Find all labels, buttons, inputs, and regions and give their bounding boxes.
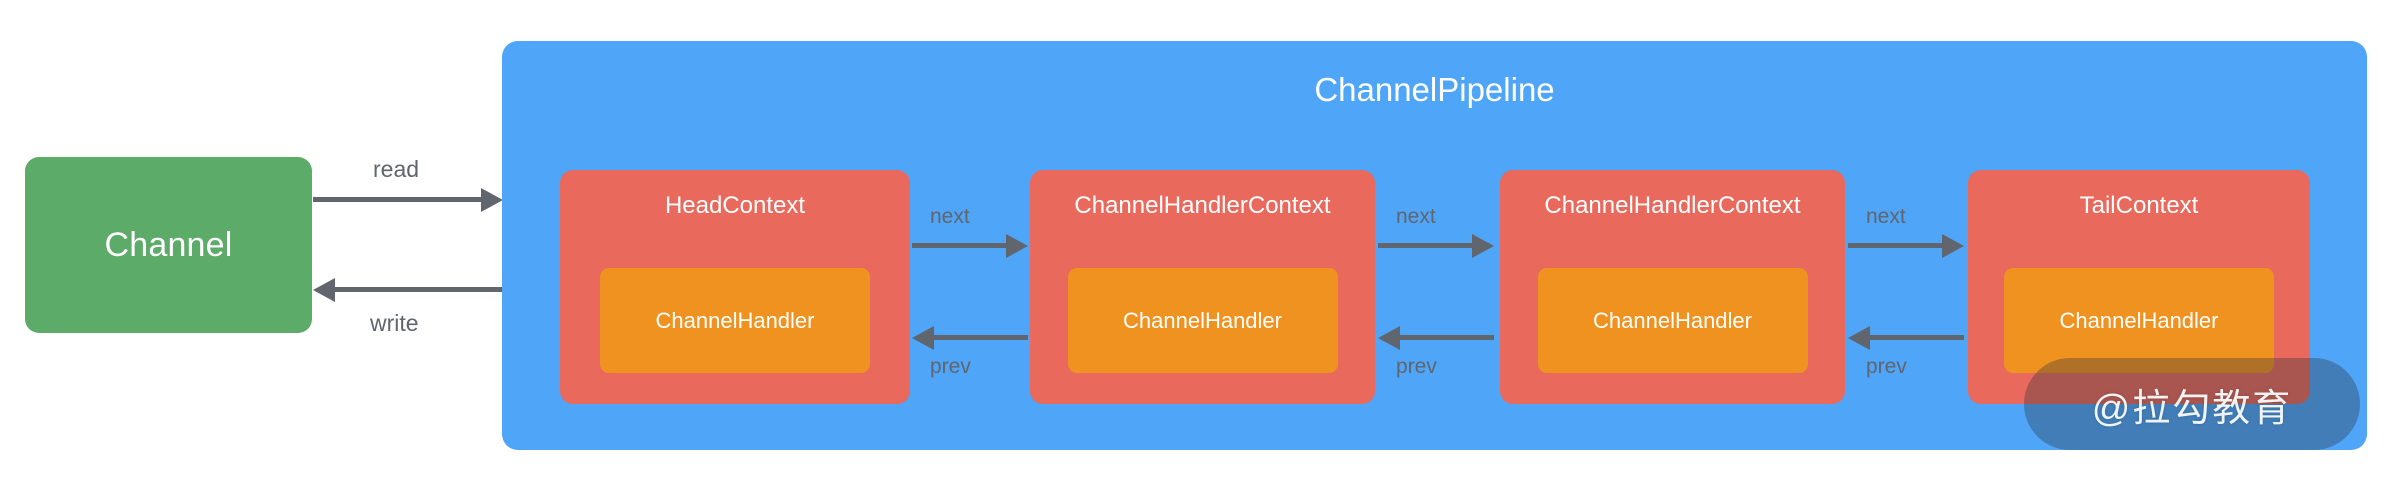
channel-handler-box: ChannelHandler: [1537, 268, 1808, 373]
prev-arrow-label-1: prev: [930, 355, 971, 378]
next-arrow-head-3: [1942, 234, 1964, 258]
write-arrow-head: [313, 278, 335, 302]
prev-arrow-line-3: [1870, 335, 1964, 340]
prev-arrow-head-1: [912, 326, 934, 350]
context-title: HeadContext: [664, 192, 806, 219]
context-title: ChannelHandlerContext: [1074, 192, 1331, 219]
channel-label: Channel: [104, 225, 233, 264]
next-arrow-label-2: next: [1396, 205, 1436, 228]
prev-arrow-line-2: [1400, 335, 1494, 340]
channel-handler-box: ChannelHandler: [600, 268, 870, 373]
channel-box: Channel: [25, 157, 312, 333]
context-box-2: ChannelHandlerContext ChannelHandler: [1030, 170, 1375, 404]
channel-handler-box: ChannelHandler: [1067, 268, 1338, 373]
next-arrow-line-2: [1378, 243, 1472, 248]
channel-handler-label: ChannelHandler: [655, 307, 815, 333]
context-title: ChannelHandlerContext: [1544, 192, 1801, 219]
channel-handler-box: ChannelHandler: [2004, 268, 2274, 373]
write-arrow-label: write: [370, 310, 419, 336]
next-arrow-line-1: [912, 243, 1006, 248]
prev-arrow-label-2: prev: [1396, 355, 1437, 378]
next-arrow-head-1: [1006, 234, 1028, 258]
context-box-head: HeadContext ChannelHandler: [560, 170, 910, 404]
next-arrow-label-3: next: [1866, 205, 1906, 228]
channel-handler-label: ChannelHandler: [1593, 307, 1752, 333]
channel-handler-label: ChannelHandler: [2059, 307, 2219, 333]
prev-arrow-head-3: [1848, 326, 1870, 350]
read-arrow-head: [481, 188, 503, 212]
next-arrow-head-2: [1472, 234, 1494, 258]
next-arrow-label-1: next: [930, 205, 970, 228]
prev-arrow-line-1: [934, 335, 1028, 340]
watermark-text: @拉勾教育: [2091, 387, 2293, 430]
next-arrow-line-3: [1848, 243, 1942, 248]
channel-pipeline-title: ChannelPipeline: [1314, 71, 1555, 108]
write-arrow-line: [335, 287, 503, 292]
read-arrow-label: read: [373, 156, 420, 182]
context-box-3: ChannelHandlerContext ChannelHandler: [1500, 170, 1845, 404]
watermark-badge: @拉勾教育: [2024, 358, 2360, 450]
prev-arrow-head-2: [1378, 326, 1400, 350]
read-arrow-line: [313, 197, 481, 202]
prev-arrow-label-3: prev: [1866, 355, 1907, 378]
context-box-tail: TailContext ChannelHandler: [1968, 170, 2310, 404]
channel-handler-label: ChannelHandler: [1123, 307, 1282, 333]
context-title: TailContext: [2079, 192, 2199, 219]
